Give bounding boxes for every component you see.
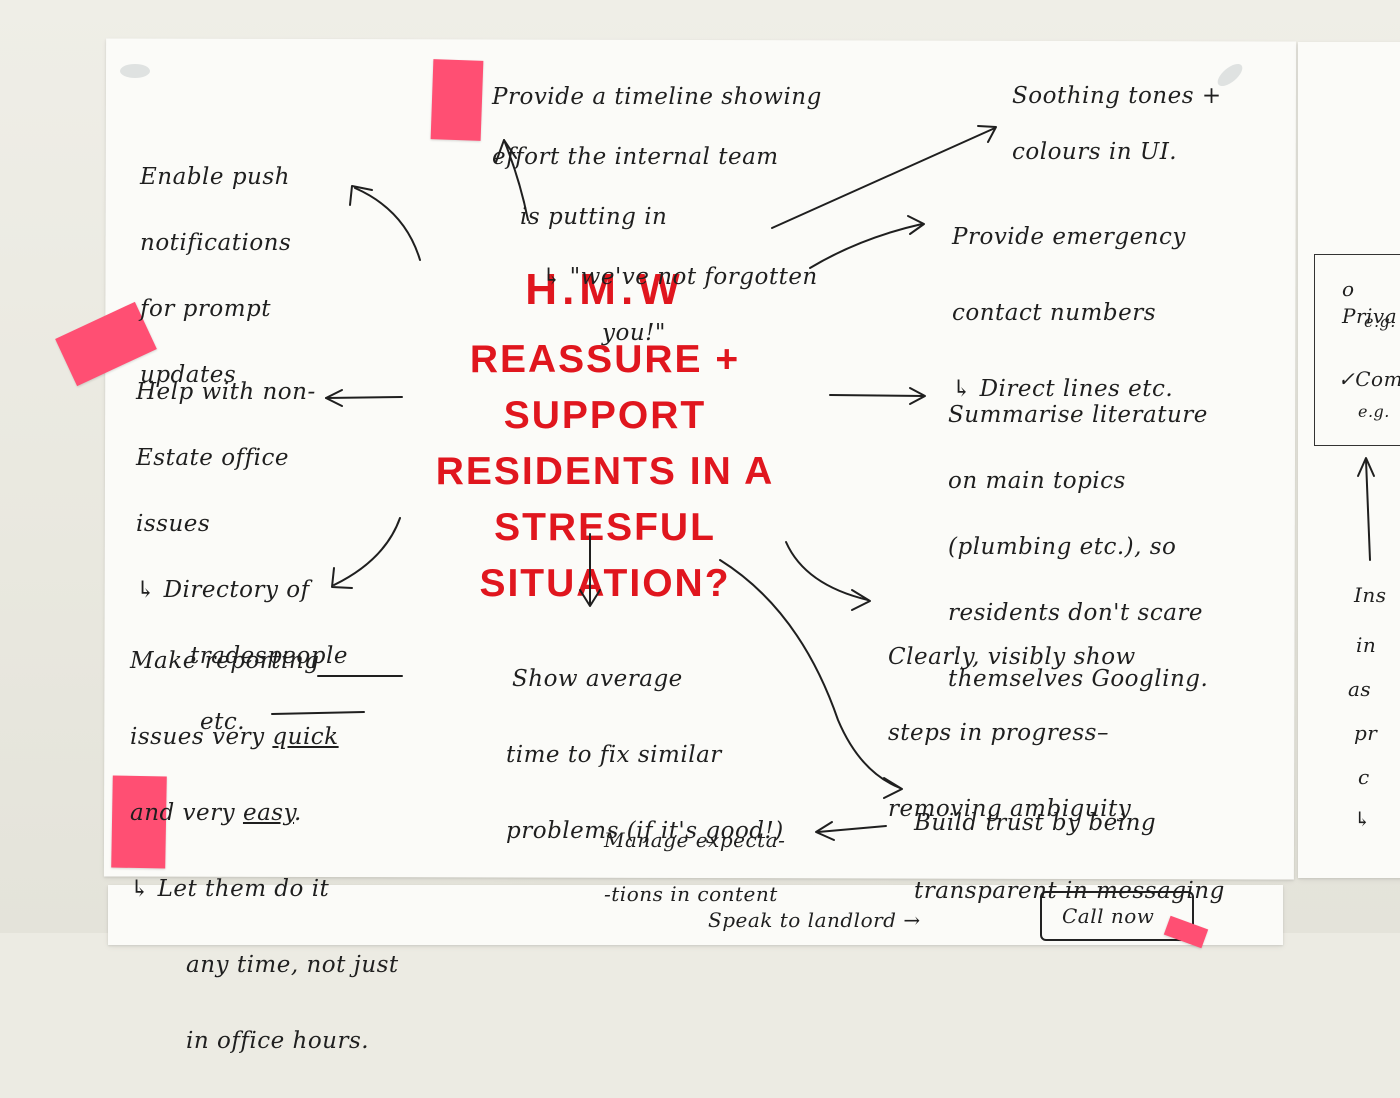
- note-line: issues very quick: [130, 718, 399, 756]
- note-line: Make reporting: [130, 648, 320, 674]
- note-emphasis: easy: [242, 800, 295, 826]
- note-line: Build trust by being: [914, 810, 1157, 836]
- note-line: updates: [140, 362, 237, 388]
- note-line: Enable push: [140, 164, 290, 190]
- note-line: (plumbing etc.), so: [948, 534, 1177, 560]
- note-reporting: Make reporting issues very quick and ver…: [130, 604, 399, 1098]
- question-line: STRESFUL SITUATION?: [479, 506, 731, 605]
- note-timeline: Provide a timeline showing effort the in…: [492, 52, 822, 374]
- note-line: Summarise literature: [948, 402, 1208, 428]
- note-line: notifications: [140, 230, 292, 256]
- tape-mark: [120, 64, 150, 78]
- right-sheet-text-4: e.g.: [1358, 402, 1390, 421]
- note-line: steps in progress–: [888, 720, 1109, 746]
- note-text: .: [294, 800, 302, 826]
- note-line: Provide a timeline showing: [492, 84, 822, 110]
- note-expectations: Manage expecta- -tions in content: [604, 800, 785, 935]
- right-sheet-text-2: e.g.: [1364, 312, 1396, 331]
- note-text: issues very: [130, 724, 273, 750]
- note-line: ↳ Direct lines etc.: [952, 376, 1174, 402]
- note-line: themselves Googling.: [948, 666, 1209, 692]
- note-line: in office hours.: [186, 1028, 370, 1054]
- note-trust: Build trust by being transparent in mess…: [914, 772, 1225, 942]
- right-sheet-text-6: in: [1356, 633, 1377, 657]
- right-sheet-text-8: pr: [1354, 721, 1378, 745]
- note-soothing: Soothing tones + colours in UI.: [1012, 54, 1222, 194]
- note-average-time: Show average time to fix similar problem…: [506, 622, 784, 888]
- right-sheet-text-10: ↳: [1354, 807, 1372, 831]
- note-text: and very: [130, 800, 243, 826]
- question-line: RESIDENTS IN A: [435, 450, 775, 493]
- sticky-note-top: [430, 59, 484, 141]
- note-emergency: Provide emergency contact numbers ↳ Dire…: [952, 180, 1186, 446]
- right-sheet-text-7: as: [1348, 677, 1372, 701]
- note-line: on main topics: [948, 468, 1126, 494]
- note-line: ↳ Let them do it: [130, 876, 330, 902]
- right-sheet-text-1: o Priva: [1342, 277, 1398, 328]
- note-line: Show average: [512, 666, 683, 692]
- note-line: ↳ "we've not forgotten: [542, 264, 818, 290]
- note-progress: Clearly, visibly show steps in progress–…: [888, 600, 1136, 866]
- note-line: Manage expecta-: [604, 828, 786, 852]
- note-line: colours in UI.: [1012, 139, 1178, 165]
- note-line: Clearly, visibly show: [888, 644, 1136, 670]
- hmw-title: H.M.W: [525, 265, 685, 314]
- right-sheet-text-3: ✓Com: [1338, 367, 1400, 391]
- right-paper-sheet: o Priva e.g. ✓Com e.g. Ins in as pr c ↳: [1298, 42, 1400, 878]
- question-line: REASSURE + SUPPORT: [469, 338, 741, 437]
- note-line: Estate office: [136, 445, 289, 471]
- note-non-estate: Help with non- Estate office issues ↳ Di…: [136, 343, 348, 772]
- note-summarise: Summarise literature on main topics (plu…: [948, 366, 1208, 729]
- note-line: ↳ Directory of: [136, 577, 310, 603]
- note-line: removing ambiguity: [888, 796, 1132, 822]
- note-line: -tions in content: [604, 882, 778, 906]
- note-line: you!": [602, 320, 666, 346]
- note-line: Provide emergency: [952, 224, 1186, 250]
- note-line: tradespeople: [190, 643, 348, 669]
- note-line: issues: [136, 511, 211, 537]
- note-line: is putting in: [520, 204, 668, 230]
- right-sheet-text-5: Ins: [1354, 583, 1387, 607]
- note-line: Help with non-: [136, 379, 316, 405]
- note-line: and very easy.: [130, 794, 399, 832]
- note-line: etc.: [200, 709, 246, 735]
- note-line: transparent in messaging: [914, 878, 1225, 904]
- note-line: any time, not just: [186, 952, 399, 978]
- note-line: Soothing tones +: [1012, 83, 1222, 109]
- note-line: effort the internal team: [492, 144, 779, 170]
- hmw-question: REASSURE + SUPPORT RESIDENTS IN A STRESF…: [400, 332, 810, 612]
- right-sheet-box: [1314, 254, 1400, 446]
- note-line: for prompt: [140, 296, 272, 322]
- call-now-label: Call now: [1062, 904, 1155, 928]
- note-line: contact numbers: [952, 300, 1156, 326]
- note-line: problems (if it's good!): [506, 818, 784, 844]
- note-line: time to fix similar: [506, 742, 722, 768]
- note-emphasis: quick: [272, 724, 339, 750]
- right-sheet-text-9: c: [1358, 765, 1370, 789]
- note-line: residents don't scare: [948, 600, 1204, 626]
- bottom-sheet-text: Speak to landlord →: [708, 908, 921, 932]
- note-push-notifications: Enable push notifications for prompt upd…: [140, 128, 291, 425]
